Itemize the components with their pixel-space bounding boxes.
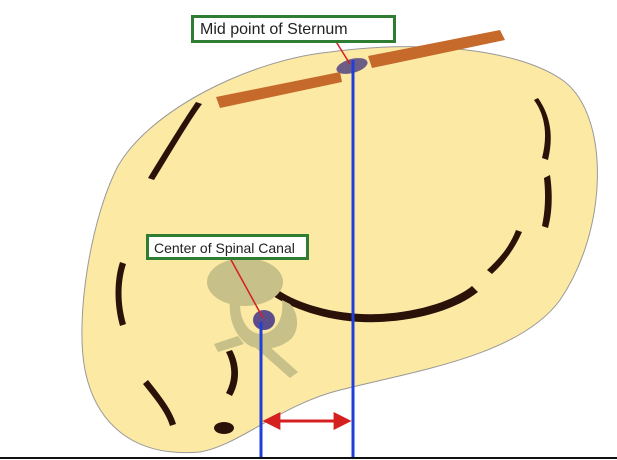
spinal-canal bbox=[253, 310, 275, 330]
vertebral-body bbox=[207, 258, 283, 306]
spinal-canal-label: Center of Spinal Canal bbox=[146, 234, 309, 260]
rib-fragment bbox=[214, 422, 234, 434]
sternum-label: Mid point of Sternum bbox=[191, 15, 396, 43]
